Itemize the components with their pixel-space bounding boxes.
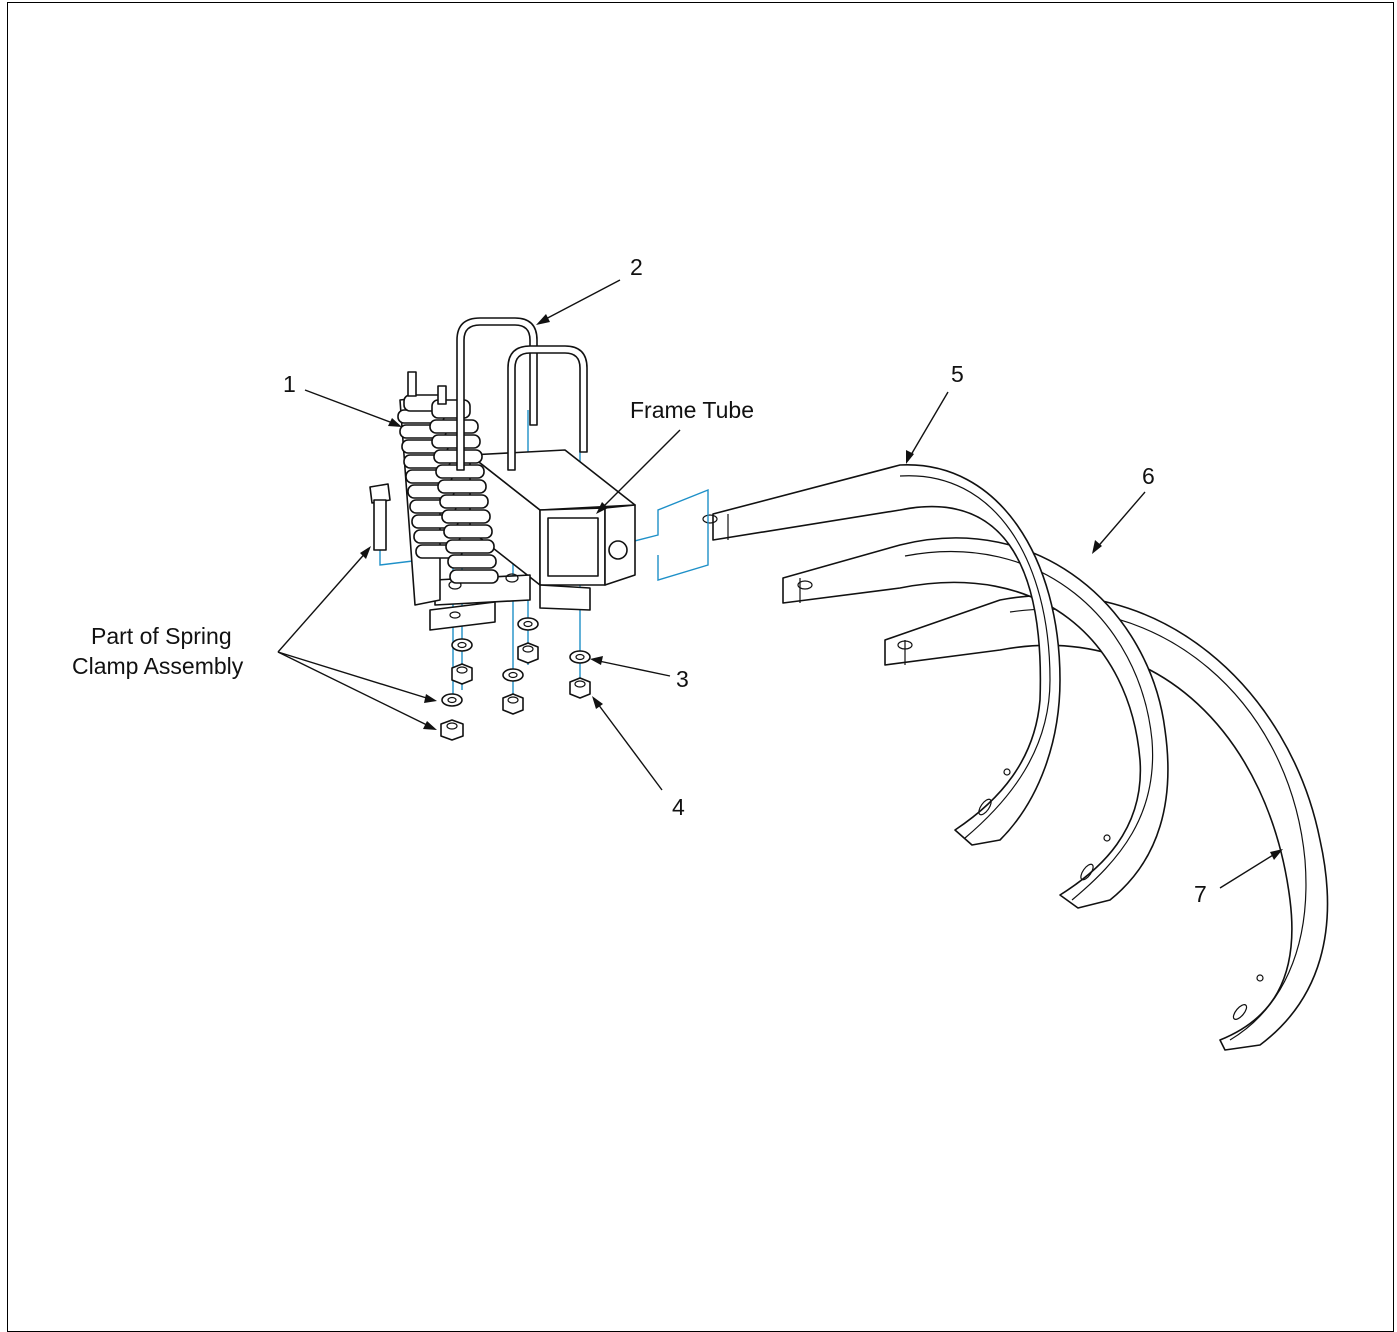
callout-2: 2 (630, 254, 643, 280)
spring-clamp-label-line1: Part of Spring (91, 623, 232, 649)
frame-tube-label: Frame Tube (630, 397, 754, 423)
callout-3: 3 (676, 666, 689, 692)
callout-labels: 1 2 3 4 5 6 7 Frame Tube Part of Spring … (72, 254, 1207, 907)
spring-clamp-label-line2: Clamp Assembly (72, 653, 244, 679)
hardware-stack (440, 617, 591, 741)
callout-7: 7 (1194, 881, 1207, 907)
shank-7 (884, 594, 1329, 1051)
spring-right (429, 385, 499, 584)
u-bolt-rear (456, 317, 538, 471)
callout-5: 5 (951, 361, 964, 387)
callout-6: 6 (1142, 463, 1155, 489)
spring-clamp-bolt (369, 483, 391, 551)
callout-1: 1 (283, 371, 296, 397)
leader-lines (277, 279, 1283, 889)
shank-5 (702, 464, 1061, 846)
callout-4: 4 (672, 794, 685, 820)
shank-6 (782, 537, 1169, 909)
u-bolt-front (507, 345, 588, 471)
